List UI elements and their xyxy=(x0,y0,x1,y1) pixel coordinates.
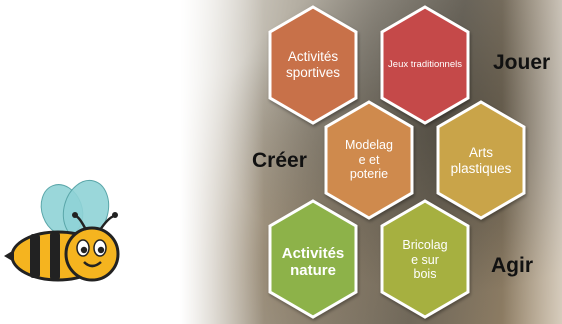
hex-modelage-poterie xyxy=(324,100,414,220)
hex-label-jeux-traditionnels: Jeux traditionnels xyxy=(388,58,462,70)
label-jouer: Jouer xyxy=(493,51,551,74)
label-creer: Créer xyxy=(252,149,307,172)
hex-jeux-traditionnels xyxy=(380,5,470,125)
hex-label-bricolage-bois: Bricolag e sur bois xyxy=(402,238,448,282)
bee-icon xyxy=(4,179,120,282)
label-agir: Agir xyxy=(491,254,533,277)
hex-label-activites-sportives: Activités sportives xyxy=(285,49,341,80)
hex-label-modelage-poterie: Modelag e et poterie xyxy=(345,138,393,182)
hex-arts-plastiques xyxy=(436,100,526,220)
hex-activites-nature xyxy=(268,199,358,319)
hex-bricolage-bois xyxy=(380,199,470,319)
hex-label-arts-plastiques: Arts plastiques xyxy=(450,145,512,176)
hex-activites-sportives xyxy=(268,5,358,125)
hex-label-activites-nature: Activités nature xyxy=(281,244,345,279)
